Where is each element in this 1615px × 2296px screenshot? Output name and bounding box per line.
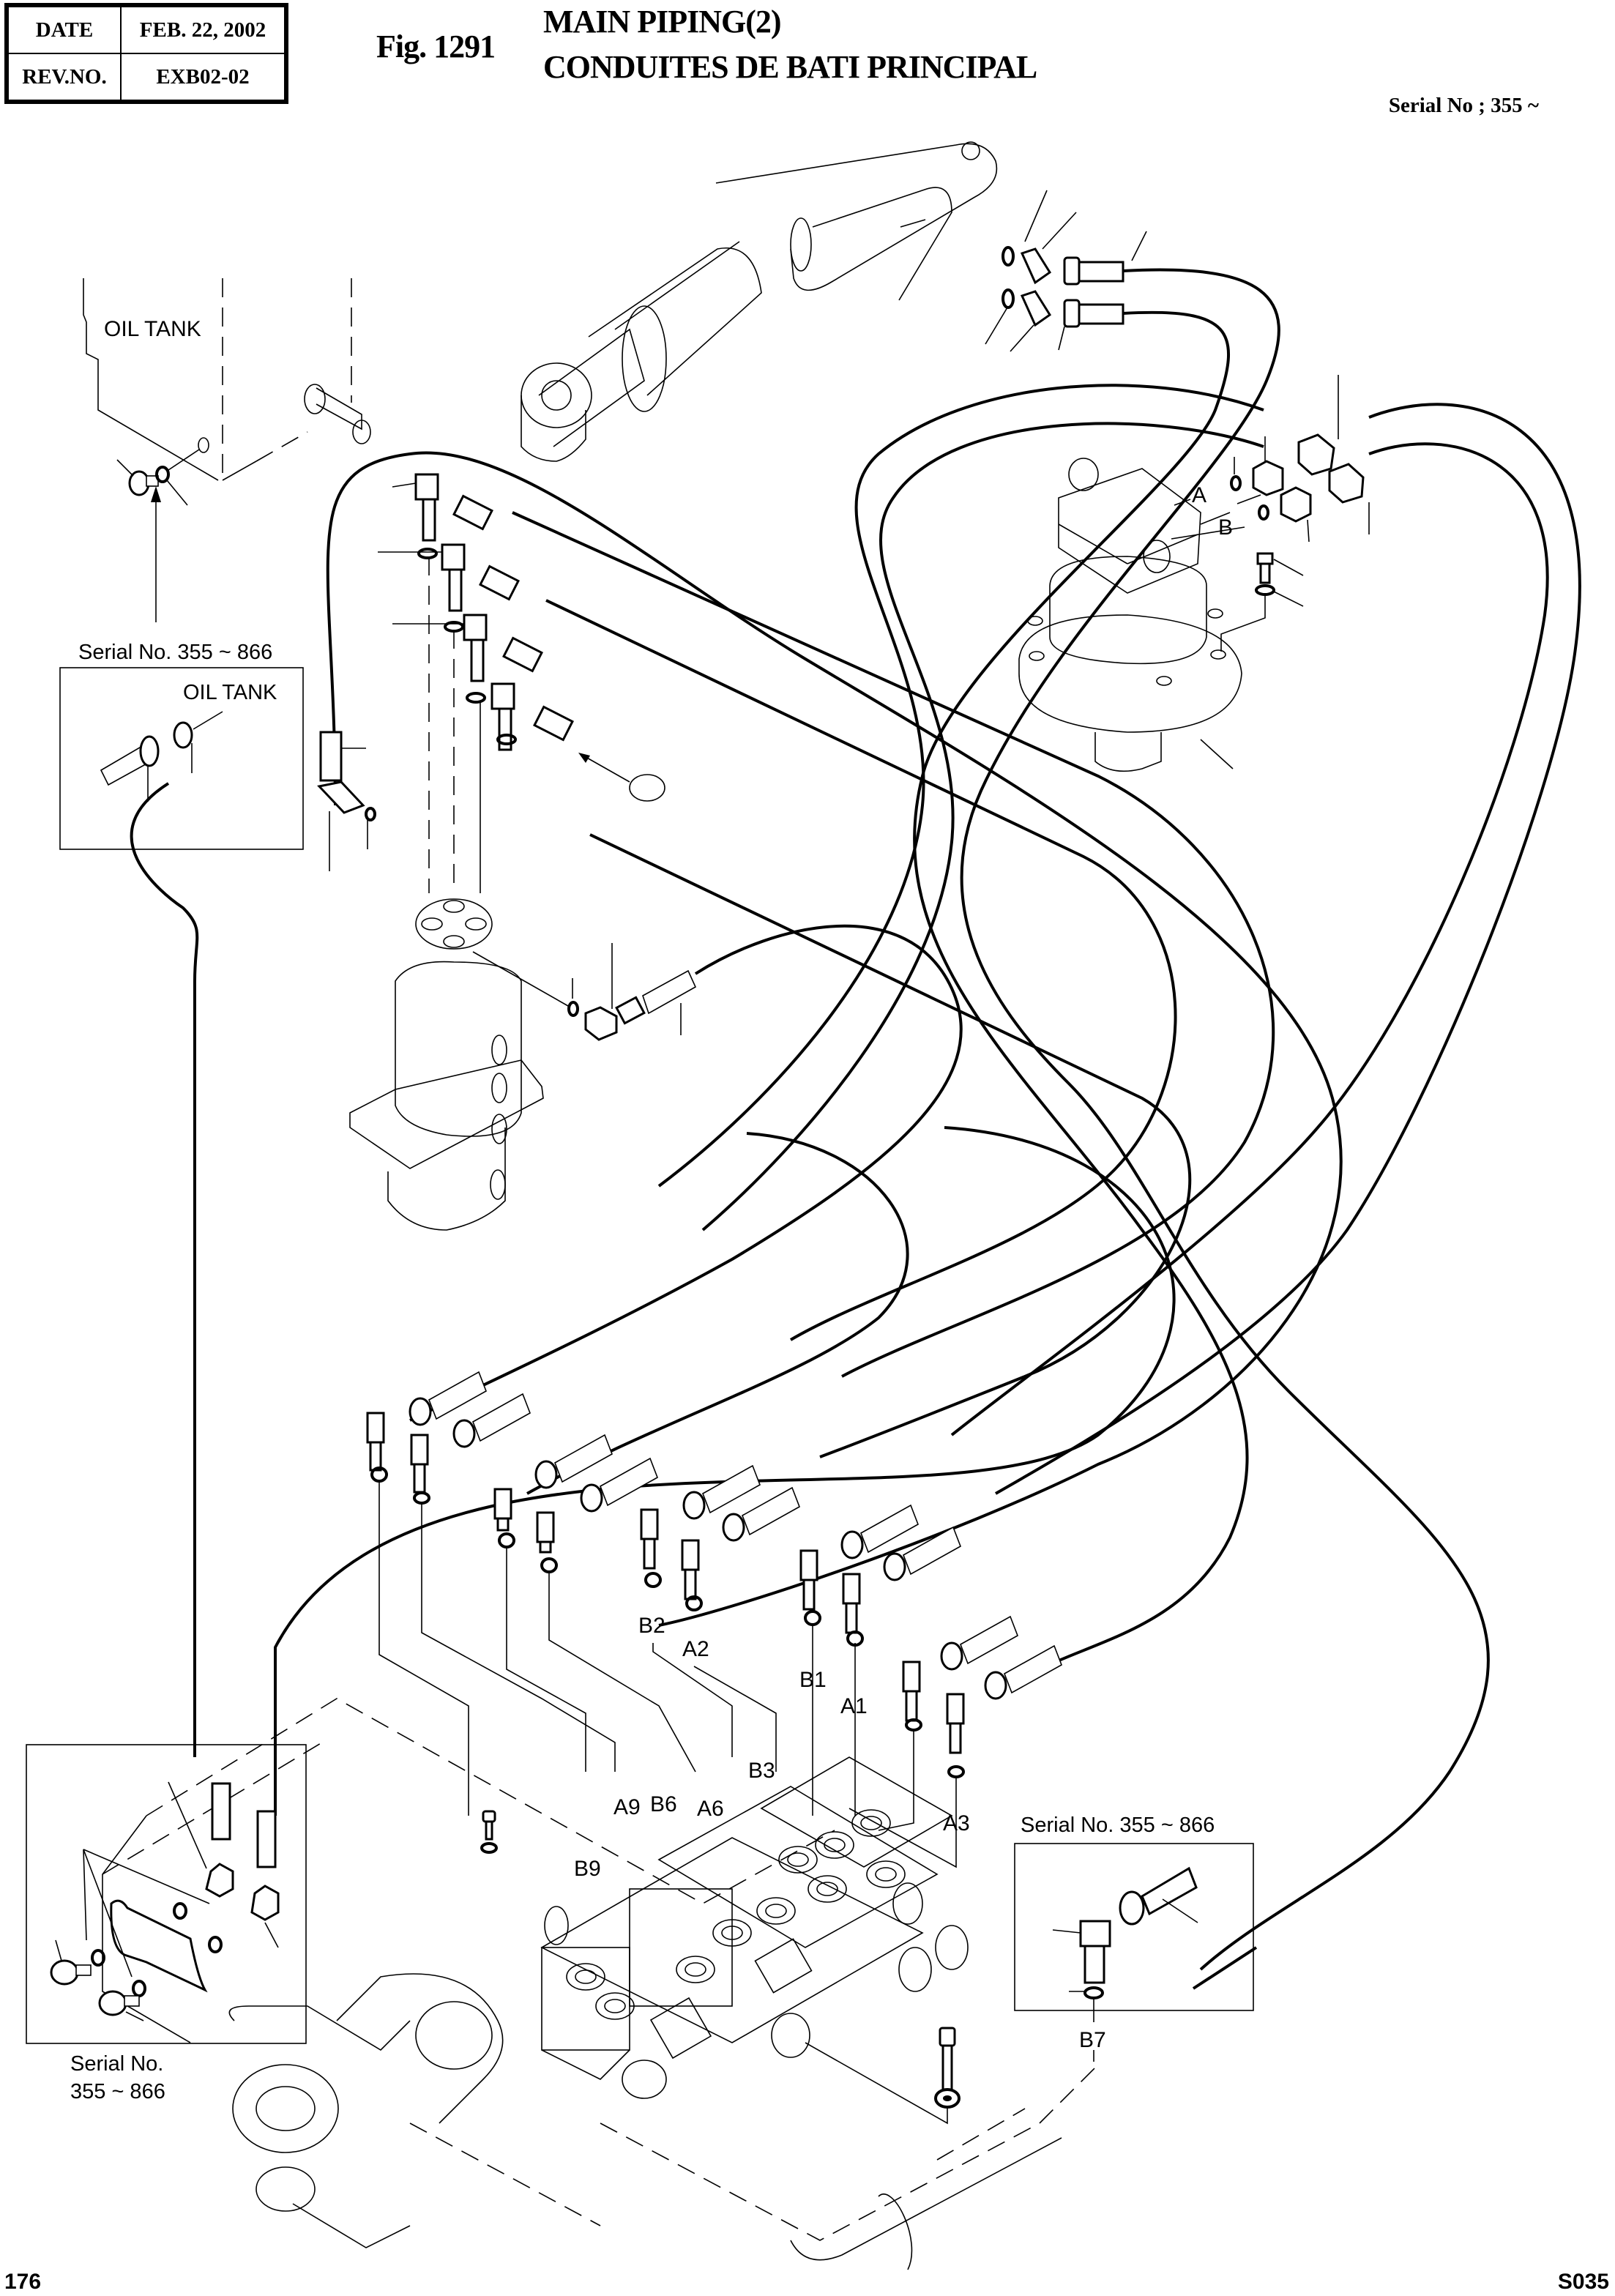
inset-bottom-left-serial-1: Serial No. (70, 2052, 163, 2076)
port-label-a3: A3 (943, 1811, 970, 1835)
elbow-fitting (491, 682, 574, 751)
elbow-fitting (378, 543, 520, 633)
inset-b7-fitting (1052, 1866, 1198, 2062)
elbow-fitting (799, 1504, 919, 1626)
revision-value: EXB02-02 (120, 53, 287, 102)
tank-outlet-pipe (304, 384, 371, 444)
port-label-a2: A2 (682, 1637, 709, 1661)
port-label-b2: B2 (638, 1614, 665, 1638)
inset-oil-tank-label: OIL TANK (183, 681, 277, 704)
figure-number: Fig. 1291 (376, 29, 496, 64)
center-joint (349, 898, 697, 1231)
swing-motor (1018, 458, 1245, 772)
drain-plug (116, 449, 200, 506)
sheet-code: S035 (1557, 2270, 1609, 2294)
hoses (130, 268, 1581, 1990)
elbow-fitting (640, 1464, 761, 1588)
inset-bottom-left-frame (26, 1744, 307, 2044)
elbow-fitting (902, 1615, 1018, 1732)
elbow-fitting (392, 614, 543, 704)
elbow-fitting (366, 1371, 487, 1483)
inset-oil-tank-serial: Serial No. 355 ~ 866 (78, 641, 272, 664)
inset-bottom-left-fittings (50, 1781, 280, 2021)
oil-tank (83, 278, 371, 506)
center-joint-fittings (317, 473, 665, 893)
inset-oil-tank-frame (59, 667, 304, 850)
serial-range: Serial No ; 355 ~ (1388, 94, 1539, 117)
date-value: FEB. 22, 2002 (120, 4, 287, 54)
elbow-fitting (392, 473, 493, 559)
date-label: DATE (6, 4, 122, 54)
bolt-top (480, 1810, 498, 1854)
page-title-fr: CONDUITES DE BATI PRINCIPAL (543, 49, 1037, 85)
valve-leader-lines (378, 1482, 957, 1868)
port-label-b9: B9 (574, 1857, 601, 1881)
port-label-b1: B1 (799, 1668, 827, 1692)
port-label-a6: A6 (697, 1797, 724, 1821)
inset-bottom-left-serial-2: 355 ~ 866 (70, 2080, 165, 2103)
valve-mount-bolt (805, 2027, 961, 2125)
control-valve (540, 1756, 969, 2099)
revision-label: REV.NO. (6, 53, 122, 102)
swivel-port-b-label: B (1218, 515, 1233, 540)
inset-b7-port-label: B7 (1079, 2028, 1106, 2052)
page-number: 176 (4, 2270, 42, 2294)
inset-b7-frame (1014, 1843, 1254, 2011)
swivel-port-a-label: A (1192, 483, 1206, 507)
port-label-a1: A1 (840, 1694, 868, 1718)
revision-table: DATE FEB. 22, 2002 REV.NO. EXB02-02 (4, 3, 288, 104)
page-title-en: MAIN PIPING(2) (543, 4, 782, 40)
upper-frame (102, 1698, 1099, 2270)
port-label-b3: B3 (748, 1759, 775, 1783)
leader-line (1237, 494, 1261, 504)
swing-motor-fittings (1220, 375, 1370, 652)
leader-line (1174, 499, 1191, 506)
elbow-fitting (946, 1644, 1062, 1778)
port-label-b6: B6 (650, 1792, 677, 1816)
port-label-a9: A9 (613, 1795, 641, 1819)
valve-fittings (366, 1371, 1062, 1778)
inset-oil-tank-fitting (100, 711, 223, 802)
inset-b7-serial: Serial No. 355 ~ 866 (1021, 1814, 1215, 1837)
elbow-fitting (842, 1526, 961, 1647)
oil-tank-label: OIL TANK (104, 317, 201, 341)
cylinder (521, 141, 998, 462)
cylinder-fittings (985, 190, 1147, 352)
elbow-fitting (681, 1486, 800, 1611)
elbow-fitting (493, 1434, 613, 1548)
arrow-up-icon (151, 486, 161, 622)
